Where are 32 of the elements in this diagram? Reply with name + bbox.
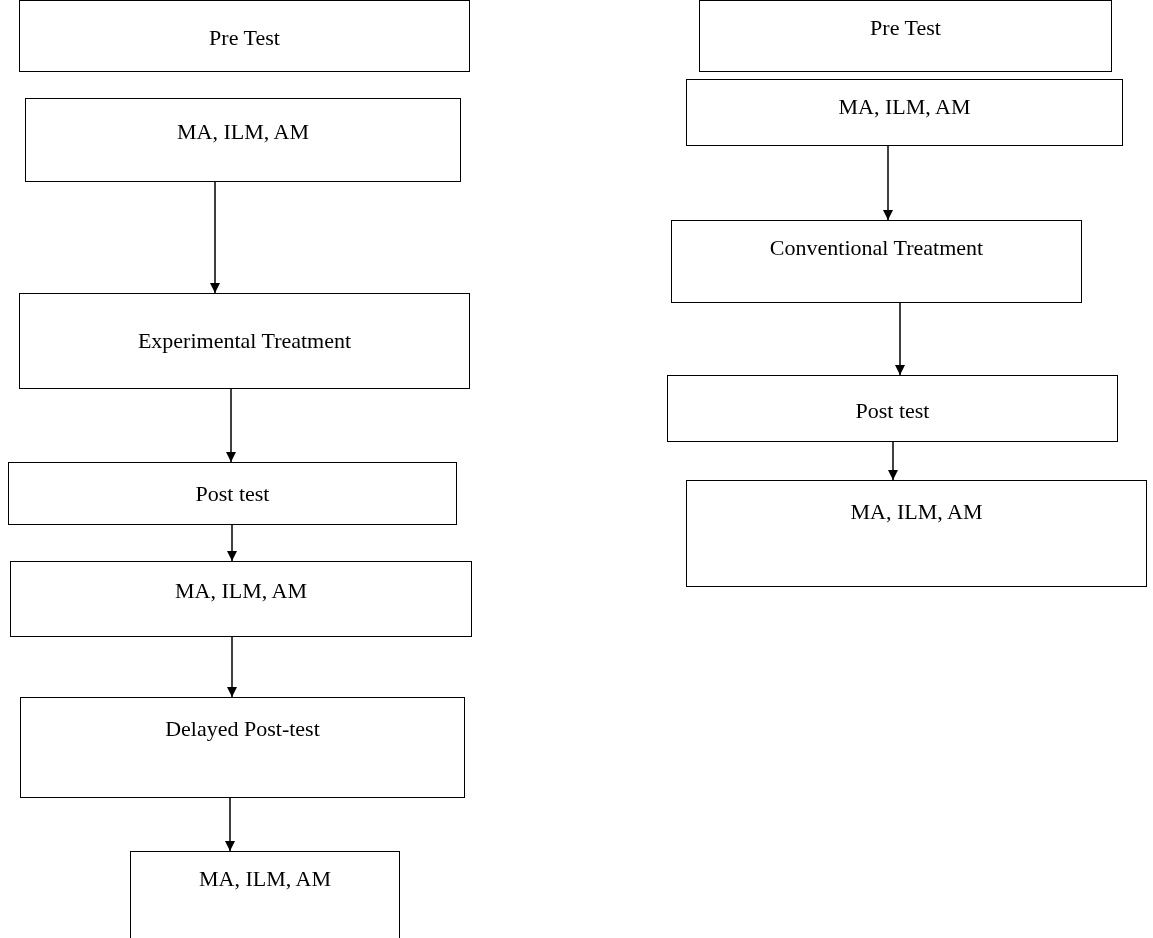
box-label: MA, ILM, AM (850, 499, 983, 525)
box-label: Experimental Treatment (137, 328, 352, 354)
box-label: Delayed Post-test (165, 716, 320, 742)
arrow (225, 388, 237, 463)
process-box (20, 697, 465, 798)
box-label: MA, ILM, AM (838, 94, 971, 120)
arrow (226, 524, 238, 562)
arrow (894, 302, 906, 376)
process-box (19, 0, 470, 72)
arrow (887, 441, 899, 481)
arrow (226, 636, 238, 698)
box-label: Post test (195, 481, 270, 507)
box-label: Post test (855, 398, 930, 424)
process-box (130, 851, 400, 938)
box-label: MA, ILM, AM (199, 866, 331, 892)
box-label: Conventional Treatment (769, 235, 984, 261)
process-box (25, 98, 461, 182)
process-box (8, 462, 457, 525)
arrow (209, 181, 221, 294)
process-box (667, 375, 1118, 442)
process-box (671, 220, 1082, 303)
process-box (686, 480, 1147, 587)
box-label: Pre Test (209, 25, 280, 51)
arrow (882, 145, 894, 221)
process-box (686, 79, 1123, 146)
box-label: MA, ILM, AM (177, 119, 309, 145)
box-label: Pre Test (870, 15, 941, 41)
arrow (224, 797, 236, 852)
process-box (10, 561, 472, 637)
process-box (699, 0, 1112, 72)
process-box (19, 293, 470, 389)
box-label: MA, ILM, AM (175, 578, 307, 604)
